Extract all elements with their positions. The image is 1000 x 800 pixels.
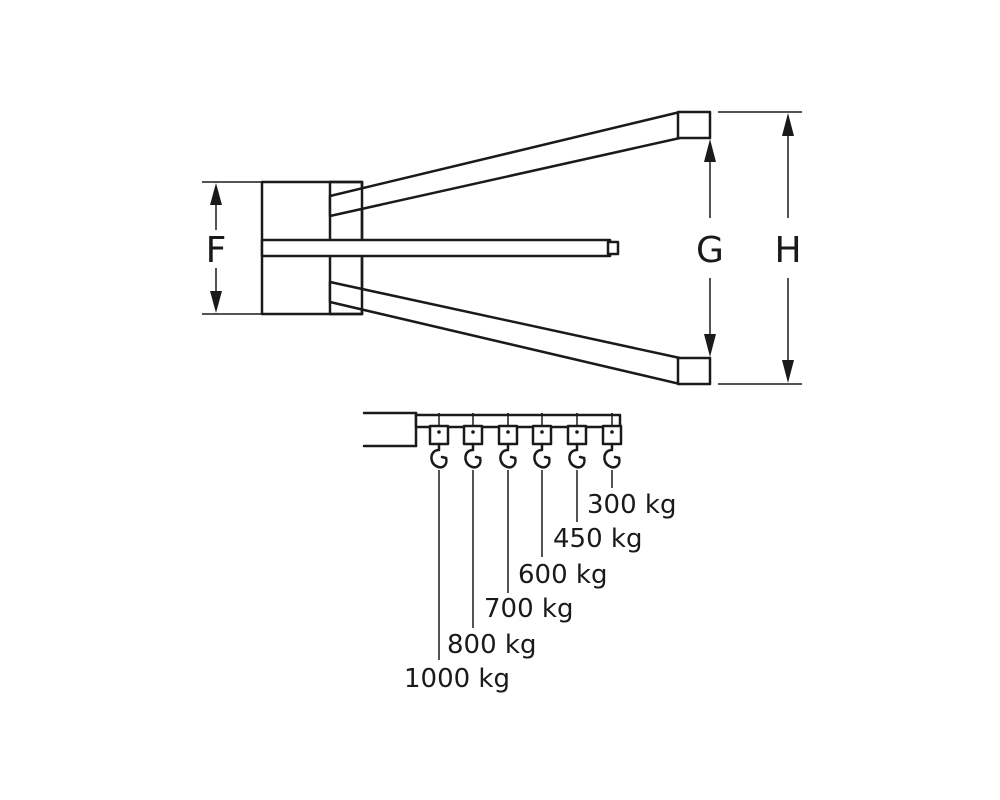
hook-tip: [440, 455, 448, 460]
trolley-bolt: [437, 430, 441, 434]
dimension-f-label: F: [206, 230, 227, 271]
trolley-bolt: [540, 430, 544, 434]
crane-top-view: [260, 110, 712, 386]
boom-end-cap: [606, 240, 620, 256]
trolley-block: [601, 424, 623, 446]
dimension-g: G: [696, 139, 724, 357]
dimension-g-label: G: [696, 230, 724, 271]
trolley-block: [462, 424, 484, 446]
hook-tip: [613, 455, 621, 460]
trolley-bolt: [506, 430, 510, 434]
hook-icon: [464, 442, 482, 469]
hook-tip: [509, 455, 517, 460]
trolley-bolt: [471, 430, 475, 434]
hook-icon: [603, 442, 621, 469]
trolley-block: [531, 424, 553, 446]
hook-assembly-300: [601, 413, 623, 488]
trolley-block: [566, 424, 588, 446]
capacity-label-600: 600 kg: [518, 560, 607, 590]
dimension-h-label: H: [774, 230, 801, 271]
dimension-f: F: [202, 181, 262, 315]
hook-assembly-1000: [428, 413, 450, 660]
hook-tip: [474, 455, 482, 460]
trolley-bolt: [610, 430, 614, 434]
central-boom: [260, 238, 612, 258]
rail-side-view: [362, 411, 622, 448]
hook-icon: [533, 442, 551, 469]
upper-arm-end: [676, 110, 712, 140]
capacity-label-1000: 1000 kg: [404, 664, 510, 694]
lower-arm: [328, 280, 682, 386]
capacity-label-800: 800 kg: [447, 630, 536, 660]
capacity-label-450: 450 kg: [553, 524, 642, 554]
lower-arm-end: [676, 356, 712, 386]
trolley-block: [497, 424, 519, 446]
capacity-label-700: 700 kg: [484, 594, 573, 624]
hook-tip: [578, 455, 586, 460]
hook-assembly-450: [566, 413, 588, 522]
capacity-label-300: 300 kg: [587, 490, 676, 520]
capacity-labels: 300 kg 450 kg 600 kg 700 kg 800 kg 1000 …: [404, 490, 676, 694]
hook-tip: [543, 455, 551, 460]
trolley-block: [428, 424, 450, 446]
hook-icon: [568, 442, 586, 469]
hook-icon: [499, 442, 517, 469]
hook-assembly-700: [497, 413, 519, 593]
hook-assembly-800: [462, 413, 484, 628]
hook-icon: [430, 442, 448, 469]
trolley-bolt: [575, 430, 579, 434]
hook-assembly-600: [531, 413, 553, 557]
upper-arm: [328, 110, 682, 218]
hooks-group: [428, 413, 623, 660]
dimension-h: H: [718, 111, 802, 385]
